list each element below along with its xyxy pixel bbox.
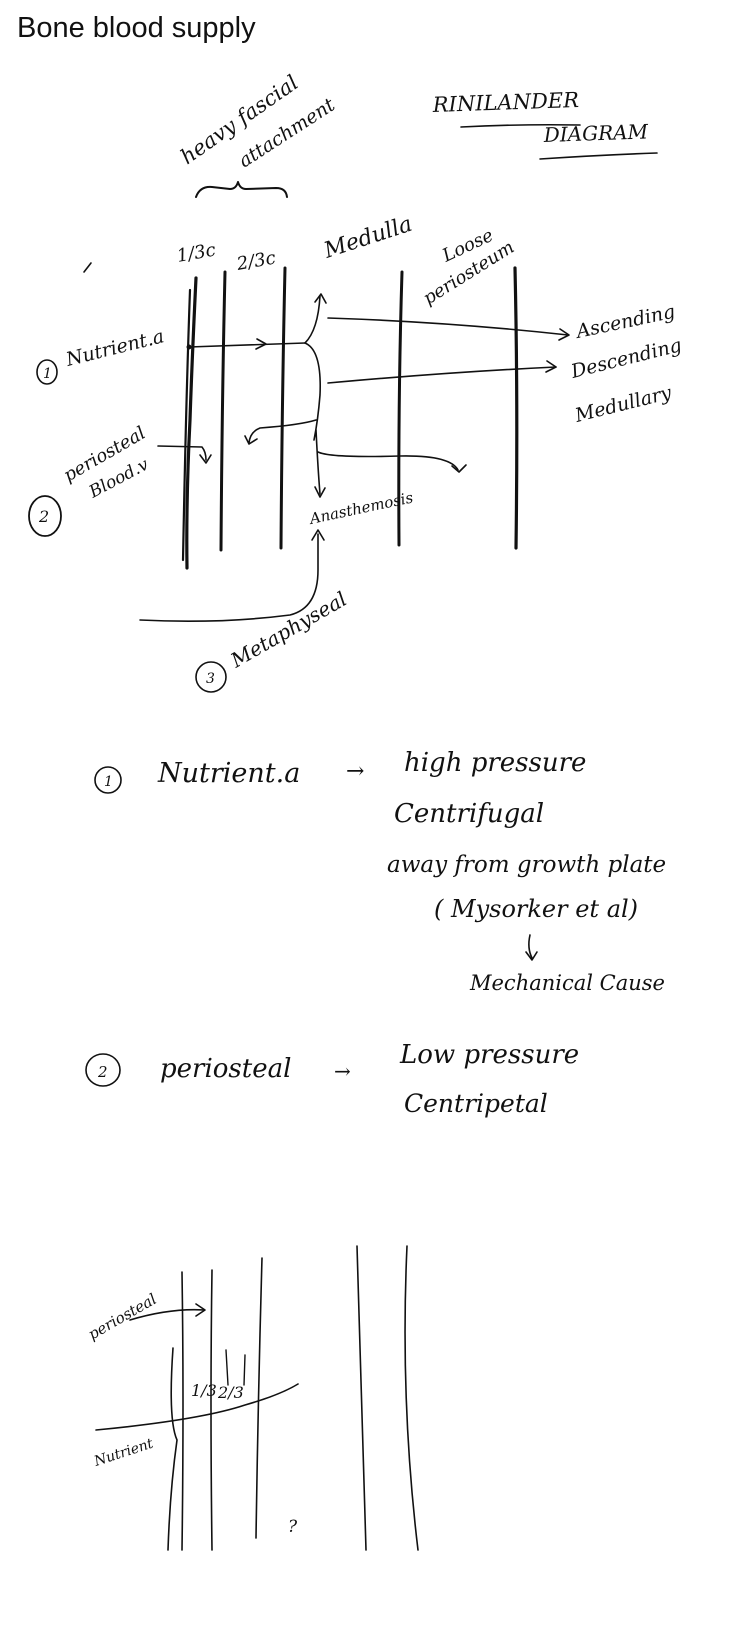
sketch2-left-curve — [167, 1347, 178, 1551]
periosteal-arrowhead — [199, 454, 212, 464]
sketch2-nutrient-line — [95, 1383, 299, 1431]
ascending-line — [327, 317, 569, 336]
ascending-label: Ascending — [573, 301, 678, 344]
branch-up-arrowhead — [314, 293, 327, 304]
sketch2-line-2 — [210, 1269, 213, 1551]
sketch2-divider-a — [225, 1349, 229, 1386]
note1-line4: ( Mysorker et al) — [434, 895, 638, 923]
periosteum-line-1 — [397, 270, 404, 547]
note1-down-arrowhead — [525, 951, 538, 961]
note2-line2: Centripetal — [404, 1089, 548, 1118]
sketch2-nutrient-label: Nutrient — [91, 1436, 155, 1470]
brace-mark — [195, 181, 288, 198]
page-title: Bone blood supply — [17, 12, 256, 44]
diagram-heading-line1: RINILANDER — [431, 88, 579, 117]
nutrient-label: Nutrient.a — [63, 325, 166, 371]
cortex-line-inner — [279, 266, 287, 550]
note2-number-circle — [85, 1053, 121, 1087]
number-circle-3 — [195, 661, 227, 693]
descending-arrowhead — [545, 360, 557, 373]
branch-down — [315, 429, 321, 495]
number-2: 2 — [38, 507, 49, 526]
third-outer-label: 1/3c — [175, 239, 217, 266]
note1-down-arrow — [528, 934, 533, 959]
number-1: 1 — [43, 366, 52, 382]
nutrient-main-line — [188, 342, 306, 348]
note2-label: periosteal — [160, 1054, 291, 1084]
sketch2-divider-b — [243, 1354, 246, 1386]
sketch2-line-1 — [181, 1271, 184, 1551]
note1-line3: away from growth plate — [387, 852, 666, 878]
branch-left — [248, 419, 317, 444]
periosteum-line-2 — [513, 266, 519, 550]
sketch2-line-5 — [404, 1245, 419, 1551]
note1-line1: high pressure — [404, 748, 586, 778]
metaphyseal-arrow — [139, 533, 319, 623]
heading-underline-2 — [539, 152, 658, 160]
branch-left-arrowhead — [244, 435, 258, 445]
sketch2-line-3 — [255, 1257, 263, 1539]
ascending-arrowhead — [558, 328, 570, 341]
cortex-line-outer-double — [181, 288, 192, 562]
branch-right-low — [317, 451, 459, 471]
bone-cortex-lines — [181, 266, 519, 570]
branch-down-trunk — [304, 342, 322, 441]
note1-line2: Centrifugal — [394, 799, 544, 829]
heading-underline-1 — [460, 123, 581, 128]
diagram-heading-line2: DIAGRAM — [542, 119, 649, 147]
sketch2-periosteal-arrowhead — [195, 1303, 206, 1317]
cortex-line-outer — [185, 276, 198, 570]
third-inner-label: 2/3c — [234, 247, 277, 275]
metaphyseal-label: Metaphyseal — [226, 587, 351, 673]
sketch2-periosteal-arrow — [129, 1308, 205, 1321]
tick-mark — [83, 262, 92, 273]
branch-up — [304, 295, 321, 344]
number-3: 3 — [206, 671, 215, 687]
note1-label: Nutrient.a — [157, 758, 300, 789]
periosteal-arrow — [157, 445, 207, 461]
note1-line5: Mechanical Cause — [469, 971, 665, 995]
second-sketch — [95, 1245, 419, 1551]
sketch2-periosteal-label: periosteal — [85, 1290, 160, 1344]
note2-number: 2 — [97, 1063, 108, 1081]
descending-line — [327, 366, 557, 384]
note1-number-circle — [94, 766, 122, 794]
nutrient-artery-branches — [186, 293, 570, 498]
note1-arrow: → — [346, 759, 364, 784]
sketch2-one-third: 1/3 — [191, 1381, 217, 1400]
number-circle-2 — [28, 495, 62, 537]
note2-arrow: → — [334, 1059, 351, 1083]
branch-down-arrowhead — [314, 486, 326, 498]
number-circle-1 — [36, 359, 58, 385]
medullary-label: Medullary — [572, 382, 674, 427]
metaphyseal-arrowhead — [311, 529, 325, 541]
nutrient-arrowhead — [255, 338, 267, 350]
sketch2-mark: ? — [288, 1517, 298, 1537]
note2-line1: Low pressure — [399, 1040, 579, 1070]
cortex-line-middle — [219, 270, 227, 552]
sketch2-line-4 — [356, 1245, 367, 1551]
medulla-label: Medulla — [320, 212, 415, 264]
note1-number: 1 — [104, 774, 113, 790]
branch-right-low-arrowhead — [451, 464, 467, 473]
sketch2-two-third: 2/3 — [217, 1383, 244, 1402]
